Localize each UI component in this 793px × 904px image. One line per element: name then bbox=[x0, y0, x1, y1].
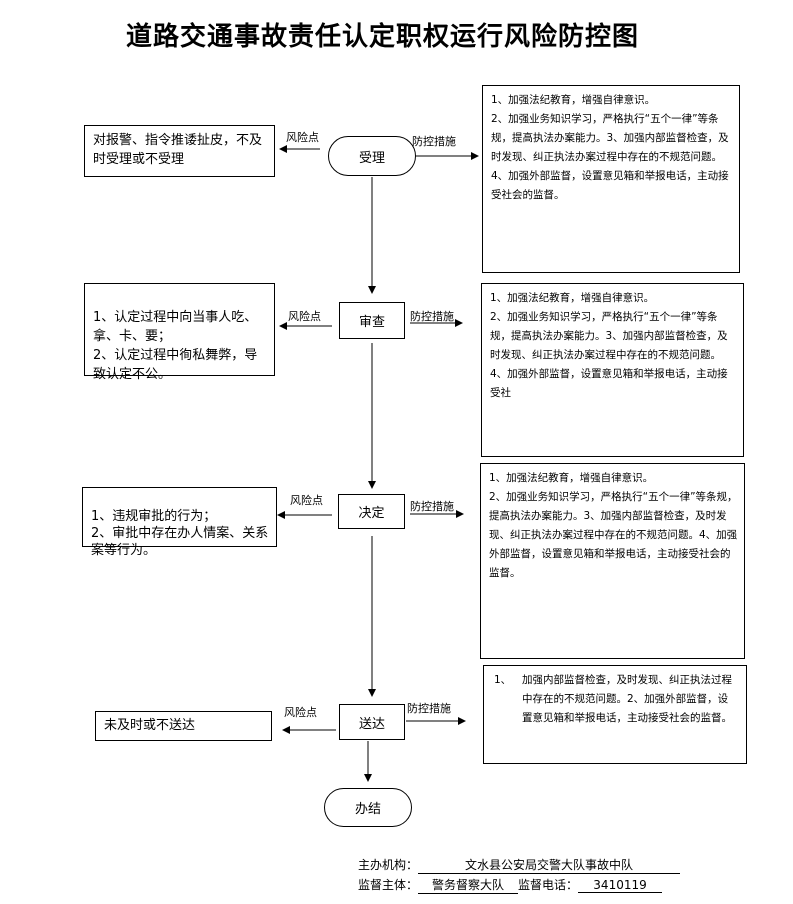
footer-org: 主办机构：文水县公安局交警大队事故中队 bbox=[358, 856, 681, 874]
step-node-review: 审查 bbox=[339, 302, 405, 339]
measure-box-review: 1、加强法纪教育，增强自律意识。 2、加强业务知识学习，严格执行“五个一律”等条… bbox=[481, 283, 744, 457]
risk-text: 1、违规审批的行为； 2、审批中存在办人情案、关系案等行为。 bbox=[91, 509, 269, 558]
risk-label: 风险点 bbox=[290, 494, 323, 507]
step-node-accept: 受理 bbox=[328, 136, 416, 176]
end-node: 办结 bbox=[324, 788, 412, 827]
risk-box-accept: 对报警、指令推诿扯皮，不及时受理或不受理 bbox=[84, 125, 275, 177]
risk-box-deliver: 未及时或不送达 bbox=[95, 711, 272, 741]
measure-item: 1、加强法纪教育，增强自律意识。 bbox=[489, 472, 654, 484]
footer-supervision: 监督主体：警务督察大队监督电话：3410119 bbox=[358, 876, 663, 894]
step-name: 审查 bbox=[358, 315, 385, 330]
supervisor-label: 监督主体： bbox=[358, 878, 419, 892]
phone-label: 监督电话： bbox=[518, 878, 579, 892]
step-node-deliver: 送达 bbox=[339, 704, 405, 740]
risk-box-review: 1、认定过程中向当事人吃、拿、卡、要； 2、认定过程中徇私舞弊，导致认定不公。 bbox=[84, 283, 275, 382]
risk-label: 风险点 bbox=[284, 706, 317, 719]
page-title: 道路交通事故责任认定职权运行风险防控图 bbox=[125, 22, 639, 52]
risk-text: 未及时或不送达 bbox=[104, 718, 196, 733]
measure-item: 2、加强业务知识学习，严格执行“五个一律”等条规，提高执法办案能力。3、加强内部… bbox=[489, 491, 738, 579]
risk-text: 对报警、指令推诿扯皮，不及时受理或不受理 bbox=[93, 133, 263, 167]
risk-label: 风险点 bbox=[288, 310, 321, 323]
measure-box-deliver: 1、 加强内部监督检查，及时发现、纠正执法过程中存在的不规范问题。2、加强外部监… bbox=[483, 665, 747, 764]
step-name: 决定 bbox=[358, 506, 385, 521]
end-name: 办结 bbox=[354, 802, 381, 817]
org-value: 文水县公安局交警大队事故中队 bbox=[418, 856, 681, 874]
measure-item: 2、加强业务知识学习，严格执行“五个一律”等条规，提高执法办案能力。3、加强内部… bbox=[490, 311, 728, 399]
org-label: 主办机构： bbox=[358, 858, 419, 872]
measure-box-decide: 1、加强法纪教育，增强自律意识。 2、加强业务知识学习，严格执行“五个一律”等条… bbox=[480, 463, 745, 659]
measure-item: 1、加强法纪教育，增强自律意识。 bbox=[490, 292, 655, 304]
measure-box-accept: 1、加强法纪教育，增强自律意识。 2、加强业务知识学习，严格执行“五个一律”等条… bbox=[482, 85, 740, 273]
measure-label: 防控措施 bbox=[412, 135, 456, 148]
risk-box-decide: 1、违规审批的行为； 2、审批中存在办人情案、关系案等行为。 bbox=[82, 487, 277, 558]
measure-label: 防控措施 bbox=[410, 500, 454, 513]
phone-value: 3410119 bbox=[578, 878, 663, 893]
measure-label: 防控措施 bbox=[410, 310, 454, 323]
step-name: 受理 bbox=[358, 150, 385, 166]
measure-item: 2、加强业务知识学习，严格执行“五个一律”等条规，提高执法办案能力。3、加强内部… bbox=[491, 113, 729, 201]
step-node-decide: 决定 bbox=[338, 494, 405, 529]
risk-text: 1、认定过程中向当事人吃、拿、卡、要； 2、认定过程中徇私舞弊，导致认定不公。 bbox=[93, 310, 258, 382]
measure-label: 防控措施 bbox=[407, 702, 451, 715]
risk-label: 风险点 bbox=[286, 131, 319, 144]
measure-item: 加强内部监督检查，及时发现、纠正执法过程中存在的不规范问题。2、加强外部监督，设… bbox=[522, 674, 732, 724]
step-name: 送达 bbox=[358, 716, 385, 732]
supervisor-value: 警务督察大队 bbox=[418, 876, 519, 894]
measure-item: 1、加强法纪教育，增强自律意识。 bbox=[491, 94, 656, 106]
measure-number: 1、 bbox=[494, 674, 512, 686]
